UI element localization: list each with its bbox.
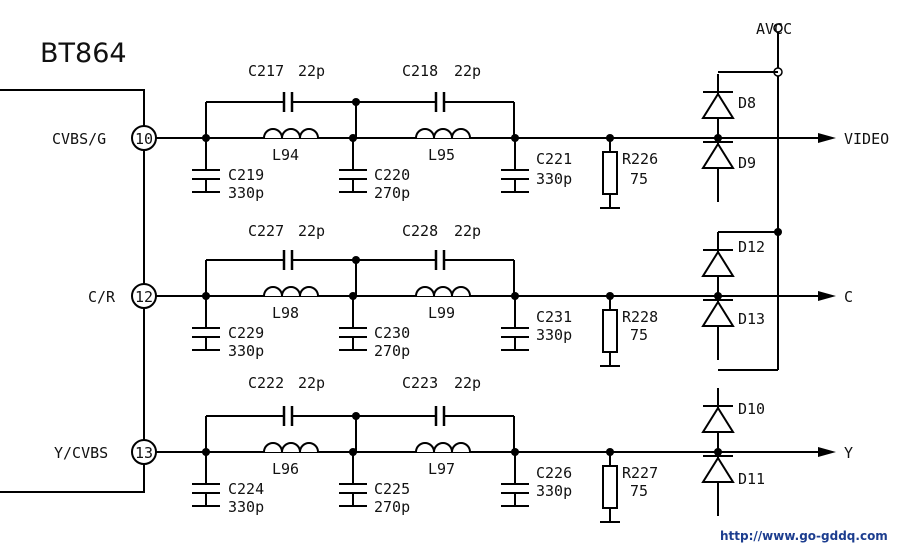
row3-pin-label: Y/CVBS	[54, 444, 108, 462]
row3-cap-c: C226	[536, 464, 572, 482]
chip-outline	[0, 89, 145, 493]
row2-output: C	[844, 288, 853, 306]
row1-pin-label: CVBS/G	[52, 130, 106, 148]
row3-cap-b-value: 270p	[374, 498, 410, 516]
row1-cap-c: C221	[536, 150, 572, 168]
row1-diode-bottom: D9	[738, 154, 756, 172]
row3-cap-a-value: 330p	[228, 498, 264, 516]
row2-diode-top: D12	[738, 238, 765, 256]
row2-cap-b-value: 270p	[374, 342, 410, 360]
row1-cap-b-value: 270p	[374, 184, 410, 202]
row3-pin-number: 13	[135, 444, 153, 462]
row3-resistor: R227	[622, 464, 658, 482]
row1-cap-c-value: 330p	[536, 170, 572, 188]
row2-resistor: R228	[622, 308, 658, 326]
row3-cap-top-2-value: 22p	[454, 374, 481, 392]
row3-diode-bottom: D11	[738, 470, 765, 488]
row1-cap-top-2-value: 22p	[454, 62, 481, 80]
row2-cap-top-2: C228	[402, 222, 438, 240]
row2-cap-top-1-value: 22p	[298, 222, 325, 240]
row1-cap-top-1: C217	[248, 62, 284, 80]
row2-diode-bottom: D13	[738, 310, 765, 328]
row3-inductor-1: L96	[272, 460, 299, 478]
row2-resistor-value: 75	[630, 326, 648, 344]
row2-pin-label: C/R	[88, 288, 116, 306]
row1-inductor-1: L94	[272, 146, 299, 164]
row1-cap-top-1-value: 22p	[298, 62, 325, 80]
row2-cap-top-1: C227	[248, 222, 284, 240]
row1-cap-top-2: C218	[402, 62, 438, 80]
row2-cap-b: C230	[374, 324, 410, 342]
row1-pin-number: 10	[135, 130, 153, 148]
row3-resistor-value: 75	[630, 482, 648, 500]
row3-diode-top: D10	[738, 400, 765, 418]
row2-cap-a: C229	[228, 324, 264, 342]
row3-inductor-2: L97	[428, 460, 455, 478]
row3-output: Y	[844, 444, 853, 462]
row3-cap-top-1: C222	[248, 374, 284, 392]
row3-cap-b: C225	[374, 480, 410, 498]
row2-cap-a-value: 330p	[228, 342, 264, 360]
avcc-label: AVCC	[756, 20, 792, 38]
row3-cap-a: C224	[228, 480, 264, 498]
row2-cap-c: C231	[536, 308, 572, 326]
watermark-url: http://www.go-gddq.com	[720, 529, 888, 543]
row1-resistor-value: 75	[630, 170, 648, 188]
row2-cap-c-value: 330p	[536, 326, 572, 344]
row2-cap-top-2-value: 22p	[454, 222, 481, 240]
row1-inductor-2: L95	[428, 146, 455, 164]
row3-cap-top-1-value: 22p	[298, 374, 325, 392]
row3-cap-c-value: 330p	[536, 482, 572, 500]
row1-diode-top: D8	[738, 94, 756, 112]
row1-cap-b: C220	[374, 166, 410, 184]
row1-output: VIDEO	[844, 130, 889, 148]
row2-inductor-2: L99	[428, 304, 455, 322]
row2-pin-number: 12	[135, 288, 153, 306]
row2-inductor-1: L98	[272, 304, 299, 322]
chip-name: BT864	[40, 38, 127, 69]
row1-resistor: R226	[622, 150, 658, 168]
row1-cap-a: C219	[228, 166, 264, 184]
row1-cap-a-value: 330p	[228, 184, 264, 202]
row3-cap-top-2: C223	[402, 374, 438, 392]
